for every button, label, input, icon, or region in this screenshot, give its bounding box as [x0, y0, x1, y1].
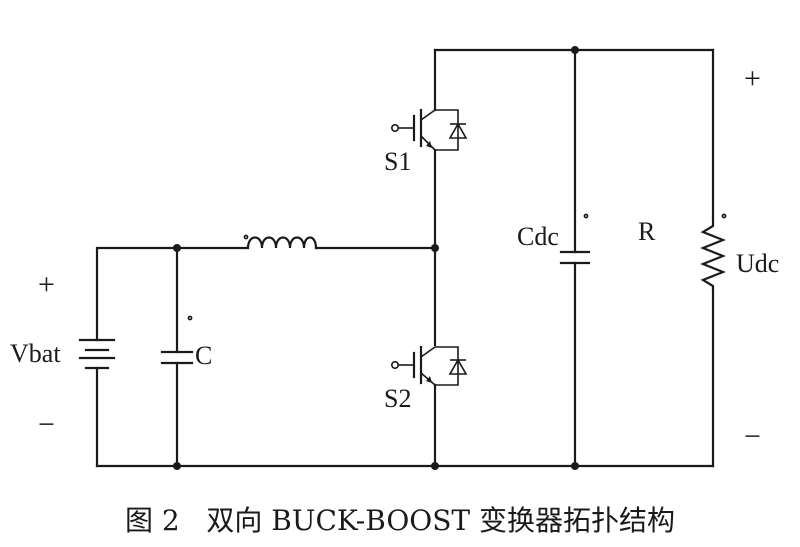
plus-sign-left: +	[38, 268, 55, 301]
switch-s1-symbol	[390, 108, 468, 151]
junction-dot	[571, 46, 579, 54]
udc-label: Udc	[736, 249, 779, 278]
inductor-symbol	[243, 234, 318, 250]
plus-sign-right: +	[744, 62, 761, 95]
resistor-r-symbol	[700, 213, 727, 292]
capacitor-c-label: C	[195, 341, 212, 370]
figure-caption: 图 2 双向 BUCK-BOOST 变换器拓扑结构	[125, 504, 675, 537]
minus-sign-right: −	[744, 420, 761, 453]
switch-s1-label: S1	[384, 147, 411, 176]
switch-s2-label: S2	[384, 384, 411, 413]
junction-dots	[173, 46, 579, 470]
resistor-r-label: R	[638, 217, 656, 246]
junction-dot	[173, 244, 181, 252]
battery-symbol	[78, 338, 116, 370]
capacitor-c-symbol	[160, 315, 194, 365]
switch-s2-symbol	[390, 345, 468, 386]
junction-dot	[571, 462, 579, 470]
capacitor-cdc-symbol	[559, 213, 591, 265]
vbat-label: Vbat	[10, 339, 61, 368]
junction-dot	[173, 462, 181, 470]
capacitor-cdc-label: Cdc	[517, 222, 559, 251]
battery-left-wire-top	[95, 246, 250, 342]
junction-dot	[431, 462, 439, 470]
wires	[95, 48, 715, 468]
junction-dot	[431, 244, 439, 252]
minus-sign-left: −	[38, 408, 55, 441]
